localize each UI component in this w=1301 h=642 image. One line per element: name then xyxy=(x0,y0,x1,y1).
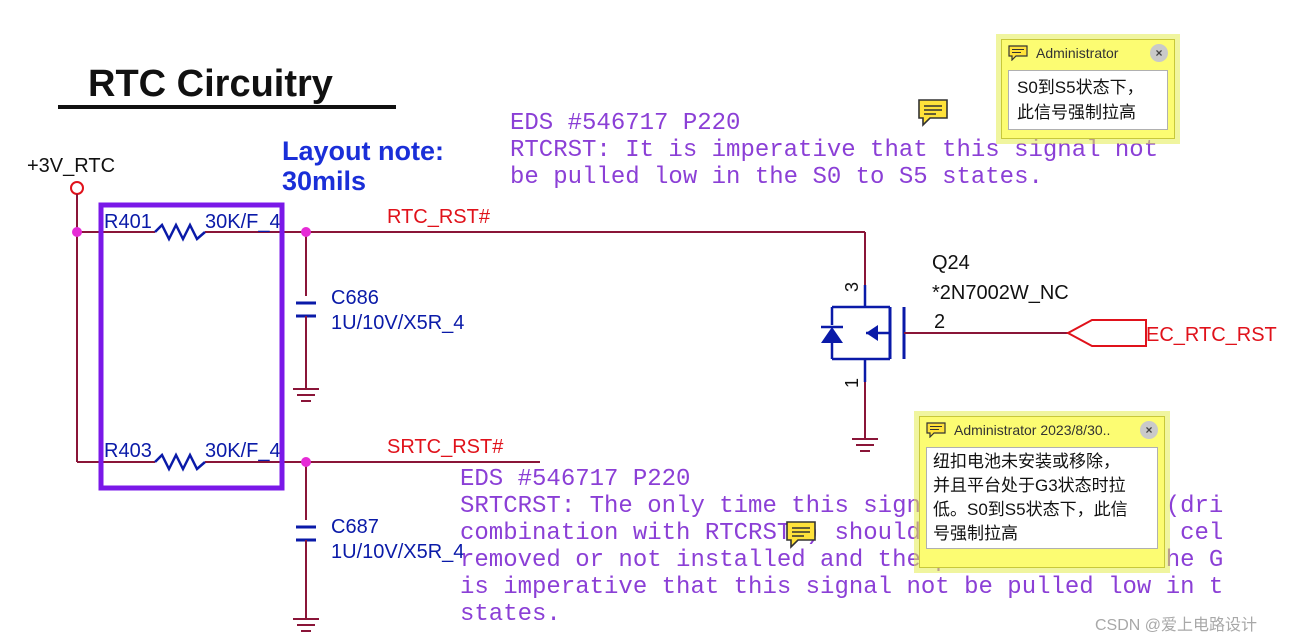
r401-value: 30K/F_4 xyxy=(205,211,281,233)
q24-pin-3: 3 xyxy=(842,282,862,292)
comment-icon[interactable] xyxy=(784,520,818,555)
layout-box xyxy=(98,202,285,491)
c687-value: 1U/10V/X5R_4 xyxy=(331,541,464,563)
layout-note-line-1: Layout note: xyxy=(282,136,444,166)
comment-popup[interactable]: Administrator 2023/8/30.. × 纽扣电池未安装或移除， … xyxy=(919,416,1165,568)
c687-ref: C687 xyxy=(331,516,379,538)
q24-pin-1: 1 xyxy=(842,378,862,388)
r401-ref: R401 xyxy=(104,211,152,233)
q24-pin-2: 2 xyxy=(934,311,945,333)
eds-note-1-line-3: be pulled low in the S0 to S5 states. xyxy=(510,164,1043,191)
capacitor-c687 xyxy=(296,525,316,542)
net-label-ec-rtc-rst: EC_RTC_RST xyxy=(1146,324,1277,346)
ground-symbol-q24 xyxy=(852,438,878,452)
mosfet-q24 xyxy=(821,285,906,382)
comment-icon[interactable] xyxy=(916,98,950,133)
eds-note-1-line-2: RTCRST: It is imperative that this signa… xyxy=(510,137,1158,164)
eds-note-2-line-1: EDS #546717 P220 xyxy=(460,466,690,493)
comment-header: Administrator 2023/8/30.. × xyxy=(920,417,1164,443)
comment-line: 此信号强制拉高 xyxy=(1017,103,1136,122)
net-label-rtc-rst: RTC_RST# xyxy=(387,206,491,228)
capacitor-c686 xyxy=(296,301,316,318)
comment-icon xyxy=(926,422,946,438)
comment-line: 纽扣电池未安装或移除， xyxy=(933,452,1120,471)
layout-note-line-2: 30mils xyxy=(282,166,366,196)
junctions xyxy=(72,227,311,467)
comment-body[interactable]: S0到S5状态下， 此信号强制拉高 xyxy=(1008,70,1168,130)
comment-line: 号强制拉高 xyxy=(933,524,1018,543)
eds-note-1-line-1: EDS #546717 P220 xyxy=(510,110,740,137)
ground-symbol-c687 xyxy=(293,618,319,632)
resistor-r403 xyxy=(154,452,206,472)
comment-line: S0到S5状态下， xyxy=(1017,78,1144,97)
close-icon[interactable]: × xyxy=(1140,421,1158,439)
q24-ref: Q24 xyxy=(932,252,970,274)
close-icon[interactable]: × xyxy=(1150,44,1168,62)
c686-value: 1U/10V/X5R_4 xyxy=(331,312,464,334)
comment-icon xyxy=(1008,45,1028,61)
eds-note-2-line-5: is imperative that this signal not be pu… xyxy=(460,574,1223,601)
r403-ref: R403 xyxy=(104,440,152,462)
comment-line: 并且平台处于G3状态时拉 xyxy=(933,476,1126,495)
eds-note-2-line-6: states. xyxy=(460,601,561,628)
layout-note: Layout note: 30mils xyxy=(282,136,452,196)
watermark: CSDN @爱上电路设计 xyxy=(1095,616,1257,634)
comment-popup[interactable]: Administrator × S0到S5状态下， 此信号强制拉高 xyxy=(1001,39,1175,139)
off-page-connector-ec-rtc-rst xyxy=(1065,319,1147,347)
eds-note-1: EDS #546717 P220 RTCRST: It is imperativ… xyxy=(510,110,1173,191)
ground-symbol-c686 xyxy=(293,388,319,402)
r403-value: 30K/F_4 xyxy=(205,440,281,462)
resistor-r401 xyxy=(154,222,206,242)
comment-line: 低。S0到S5状态下，此信 xyxy=(933,500,1128,519)
power-port xyxy=(70,181,84,195)
net-label-srtc-rst: SRTC_RST# xyxy=(387,436,504,458)
power-label: +3V_RTC xyxy=(27,155,115,177)
comment-body[interactable]: 纽扣电池未安装或移除， 并且平台处于G3状态时拉 低。S0到S5状态下，此信 号… xyxy=(926,447,1158,549)
wires xyxy=(76,231,866,520)
c686-ref: C686 xyxy=(331,287,379,309)
comment-author: Administrator 2023/8/30.. xyxy=(954,422,1111,438)
comment-author: Administrator xyxy=(1036,45,1119,61)
schematic-title: RTC Circuitry xyxy=(88,63,333,105)
comment-header: Administrator × xyxy=(1002,40,1174,66)
q24-value: *2N7002W_NC xyxy=(932,282,1069,304)
